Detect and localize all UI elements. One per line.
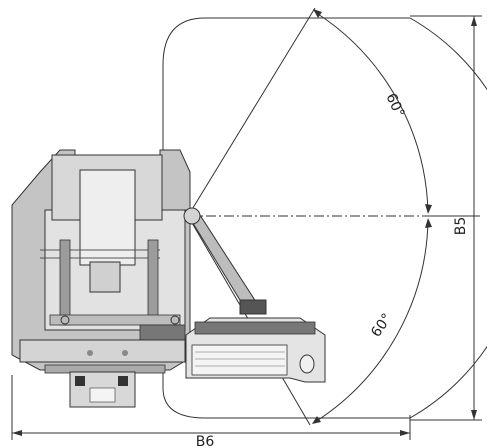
machine-body bbox=[11, 149, 191, 374]
arrowhead-upper-end bbox=[425, 204, 432, 214]
arrowhead-lower-end bbox=[312, 416, 321, 424]
angle-label-upper: 60° bbox=[382, 91, 407, 120]
dimension-label-b5: B5 bbox=[453, 217, 469, 236]
pendant-unit bbox=[69, 371, 136, 408]
angle-arc-upper bbox=[317, 13, 429, 213]
dim-b6-arrow-left bbox=[12, 430, 22, 436]
arrowhead-upper-start bbox=[313, 9, 322, 18]
angle-arc-lower bbox=[314, 219, 429, 423]
mouse-icon bbox=[299, 354, 315, 374]
dimension-label-b6: B6 bbox=[196, 434, 215, 448]
angle-ray-upper bbox=[187, 7, 316, 217]
arrowhead-lower-start bbox=[425, 218, 432, 228]
dim-b6-arrow-right bbox=[400, 430, 410, 436]
angle-label-lower: 60° bbox=[368, 311, 395, 341]
swing-area-outline bbox=[162, 17, 487, 419]
swivel-arm bbox=[183, 207, 267, 315]
dim-b5-arrow-bottom bbox=[471, 410, 477, 420]
control-panel bbox=[185, 317, 326, 383]
dim-b5-arrow-top bbox=[471, 16, 477, 26]
